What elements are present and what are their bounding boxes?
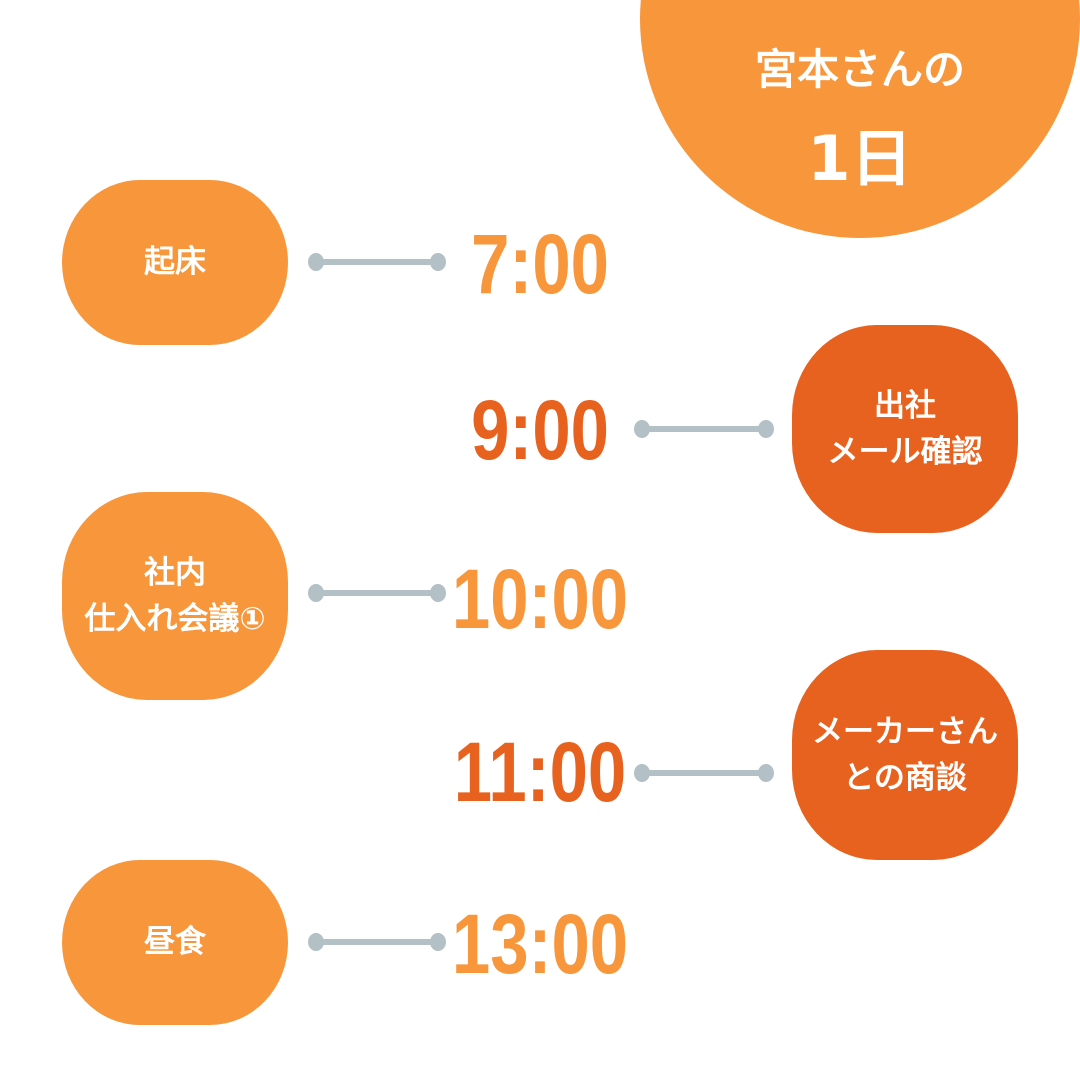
activity-label: メール確認 [827, 434, 983, 470]
activity-lunch: 昼食 [62, 860, 288, 1025]
connector [308, 253, 446, 271]
connector [308, 933, 446, 951]
activity-arrive-office: 出社 メール確認 [792, 325, 1018, 533]
activity-internal-meeting: 社内 仕入れ会議① [62, 492, 288, 700]
activity-label: 出社 [874, 387, 936, 424]
activity-label: 昼食 [144, 924, 206, 961]
title-line2: 1日 [807, 122, 913, 195]
time-label: 11:00 [453, 725, 627, 819]
time-label: 10:00 [451, 552, 629, 646]
activity-label: 起床 [144, 244, 206, 281]
connector [308, 584, 446, 602]
title-line1: 宮本さんの [754, 45, 965, 94]
connector [634, 764, 774, 782]
time-label: 7:00 [471, 217, 609, 311]
time-label: 13:00 [451, 897, 629, 991]
activity-label: との商談 [843, 760, 967, 796]
time-label: 9:00 [471, 383, 609, 477]
activity-label: 社内 [144, 554, 206, 591]
connector [634, 420, 774, 438]
activity-wake-up: 起床 [62, 180, 288, 345]
activity-label: 仕入れ会議① [84, 601, 266, 637]
activity-maker-meeting: メーカーさん との商談 [792, 650, 1018, 860]
activity-label: メーカーさん [812, 713, 998, 750]
